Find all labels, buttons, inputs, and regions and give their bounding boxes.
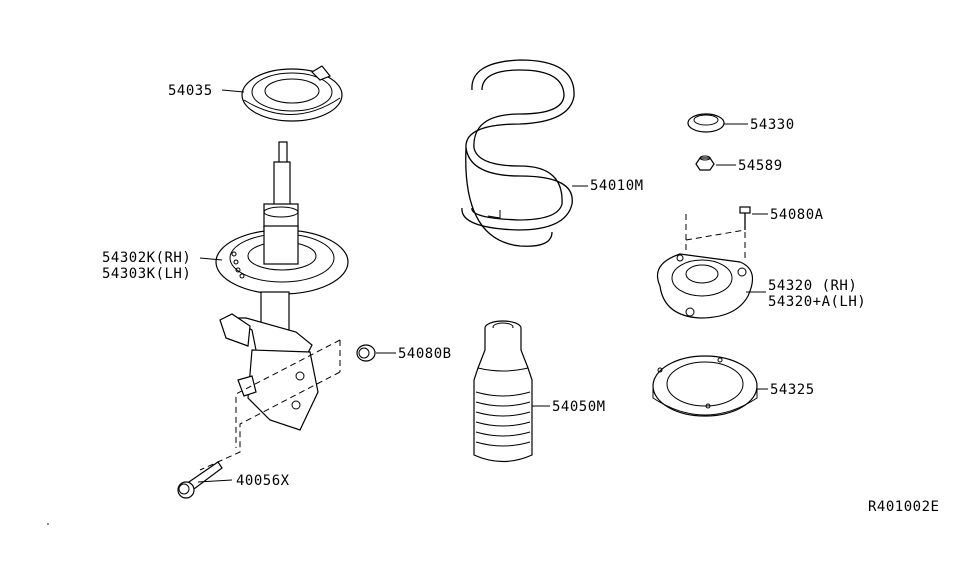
mount-axis-lines bbox=[685, 214, 746, 262]
label-54303k-lh: 54303K(LH) bbox=[102, 266, 191, 282]
label-54010m: 54010M bbox=[590, 178, 644, 194]
bolt-axis-upper bbox=[235, 339, 341, 448]
part-54080a-bolt[interactable] bbox=[739, 206, 751, 230]
label-40056x: 40056X bbox=[236, 473, 290, 489]
part-54589-nut[interactable] bbox=[695, 155, 715, 171]
bolt-axis-lower bbox=[199, 371, 341, 471]
part-54035-spring-insulator[interactable] bbox=[241, 65, 343, 122]
label-54080b: 54080B bbox=[398, 346, 452, 362]
label-54302k-rh: 54302K(RH) bbox=[102, 250, 191, 266]
diagram-reference-code: R401002E bbox=[868, 499, 939, 515]
label-54080a: 54080A bbox=[770, 207, 824, 223]
part-40056x-bolt[interactable] bbox=[177, 461, 223, 499]
part-54325-bearing[interactable] bbox=[652, 355, 758, 417]
leader-54302k bbox=[199, 257, 223, 261]
part-54330-cap[interactable] bbox=[687, 113, 725, 133]
label-54325: 54325 bbox=[770, 382, 815, 398]
stray-dot bbox=[47, 523, 49, 525]
label-54589: 54589 bbox=[738, 158, 783, 174]
part-54302k-strut-assembly[interactable] bbox=[215, 141, 349, 431]
part-54050m-dust-boot[interactable] bbox=[473, 320, 533, 463]
label-54035: 54035 bbox=[168, 83, 213, 99]
part-54080b-nut[interactable] bbox=[356, 344, 376, 362]
label-54050m: 54050M bbox=[552, 399, 606, 415]
leader-40056x bbox=[197, 479, 233, 483]
part-54320-strut-mount[interactable] bbox=[656, 253, 754, 319]
label-54330: 54330 bbox=[750, 117, 795, 133]
label-54320-rh: 54320 (RH) bbox=[768, 278, 857, 294]
leader-54035 bbox=[221, 89, 245, 93]
label-54320a-lh: 54320+A(LH) bbox=[768, 294, 866, 310]
part-54010m-coil-spring[interactable] bbox=[461, 59, 575, 247]
